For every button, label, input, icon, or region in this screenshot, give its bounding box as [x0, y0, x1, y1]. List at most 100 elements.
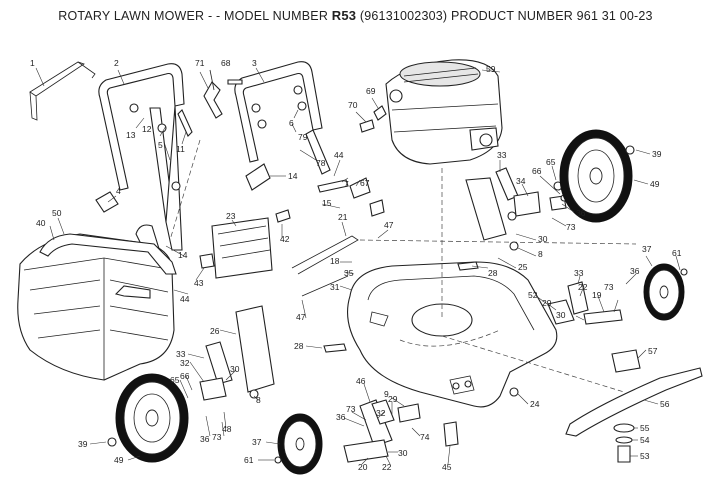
- washer-55: [613, 423, 635, 433]
- spring-42: [275, 209, 291, 223]
- model-number: R53: [331, 8, 357, 23]
- label-61-front: 61: [244, 455, 254, 465]
- label-73-left: 73: [212, 432, 222, 442]
- flap-ribs: [217, 225, 271, 259]
- label-40: 40: [36, 218, 46, 228]
- label-56: 56: [660, 399, 670, 409]
- label-73-right: 73: [604, 282, 614, 292]
- label-47-top: 47: [384, 220, 394, 230]
- bolt-70: [359, 119, 375, 133]
- label-49-rear: 49: [650, 179, 660, 189]
- adapter-57: [611, 349, 641, 373]
- catcher-handle: [114, 285, 151, 299]
- wheel-front-left-49: [115, 373, 189, 463]
- cap-61a: [680, 268, 688, 276]
- label-24: 24: [530, 399, 540, 409]
- cable-bracket-14: [245, 163, 271, 191]
- label-8-rear: 8: [538, 249, 543, 259]
- label-14-top: 14: [288, 171, 298, 181]
- label-5: 5: [158, 140, 163, 150]
- nut-24: [509, 387, 519, 397]
- label-59: 59: [486, 64, 496, 74]
- bolt-11: [177, 109, 193, 137]
- label-29-front: 29: [388, 394, 398, 404]
- blade-56: [565, 367, 703, 437]
- label-66-rear: 66: [532, 166, 542, 176]
- label-13: 13: [126, 130, 136, 140]
- bolt-28b: [323, 343, 347, 353]
- cable-clip-71: [203, 69, 223, 119]
- rod-47b: [301, 275, 349, 297]
- label-42: 42: [280, 234, 290, 244]
- label-44-left: 44: [180, 294, 190, 304]
- label-69: 69: [366, 86, 376, 96]
- label-61-rear: 61: [672, 248, 682, 258]
- diagram-title: ROTARY LAWN MOWER - - MODEL NUMBER R53 (…: [0, 8, 711, 23]
- label-39-rear: 39: [652, 149, 662, 159]
- label-36-left: 36: [200, 434, 210, 444]
- label-4: 4: [116, 186, 121, 196]
- label-29-right: 29: [542, 298, 552, 308]
- label-11: 11: [176, 144, 185, 154]
- label-30-rear: 30: [538, 234, 548, 244]
- label-7: 7: [344, 179, 349, 189]
- label-33-rear: 33: [497, 150, 507, 160]
- wheel-rear-left-61: [643, 263, 685, 321]
- cap-39a: [625, 145, 635, 155]
- label-50: 50: [52, 208, 62, 218]
- upper-handle-2: [98, 63, 185, 251]
- label-26: 26: [210, 326, 220, 336]
- label-30-right: 30: [556, 310, 566, 320]
- bracket-32: [199, 377, 227, 401]
- label-9: 9: [384, 389, 389, 399]
- label-54: 54: [640, 435, 650, 445]
- label-36-front: 36: [336, 412, 346, 422]
- label-39-front: 39: [78, 439, 88, 449]
- title-prefix: ROTARY LAWN MOWER - - MODEL NUMBER: [58, 9, 329, 23]
- label-47-mid: 47: [296, 312, 306, 322]
- bracket-20: [343, 439, 389, 463]
- label-37-rear: 37: [642, 244, 652, 254]
- bolt-44: [317, 179, 349, 193]
- label-3: 3: [252, 58, 257, 68]
- label-45: 45: [442, 462, 452, 472]
- label-28-left: 28: [294, 341, 304, 351]
- label-44-top: 44: [334, 150, 344, 160]
- title-suffix: (96131002303) PRODUCT NUMBER 961 31 00-2…: [359, 9, 653, 23]
- label-28-rear: 28: [488, 268, 498, 278]
- label-20: 20: [358, 462, 368, 472]
- handle-knobs: [129, 85, 307, 191]
- label-71: 71: [195, 58, 205, 68]
- label-8-left: 8: [256, 395, 261, 405]
- label-66-left: 66: [180, 371, 190, 381]
- rod-47: [291, 235, 359, 275]
- label-67: 67: [360, 178, 370, 188]
- label-36-right: 36: [630, 266, 640, 276]
- label-23: 23: [226, 211, 236, 221]
- mower-deck: [347, 261, 558, 408]
- label-36-rear: 36: [576, 208, 586, 218]
- bracket-29: [547, 299, 575, 325]
- label-33-right: 33: [574, 268, 584, 278]
- label-19: 19: [592, 290, 602, 300]
- label-22-front: 22: [382, 462, 392, 472]
- label-35: 35: [344, 268, 354, 278]
- label-78: 78: [316, 158, 326, 168]
- label-31: 31: [330, 282, 340, 292]
- cap-39b: [107, 437, 117, 447]
- label-79: 79: [298, 132, 308, 142]
- bracket-34: [513, 191, 541, 217]
- lever-33b: [567, 281, 589, 315]
- washer-54: [615, 436, 633, 444]
- label-57: 57: [648, 346, 658, 356]
- label-2: 2: [114, 58, 119, 68]
- catcher-frame-50: [39, 233, 177, 275]
- bracket-9: [397, 403, 421, 423]
- label-21: 21: [338, 212, 348, 222]
- label-14-mid: 14: [178, 250, 188, 260]
- flap-23: [211, 217, 273, 279]
- label-37-front: 37: [252, 437, 262, 447]
- bolt-30a: [507, 211, 517, 221]
- label-52: 52: [528, 290, 538, 300]
